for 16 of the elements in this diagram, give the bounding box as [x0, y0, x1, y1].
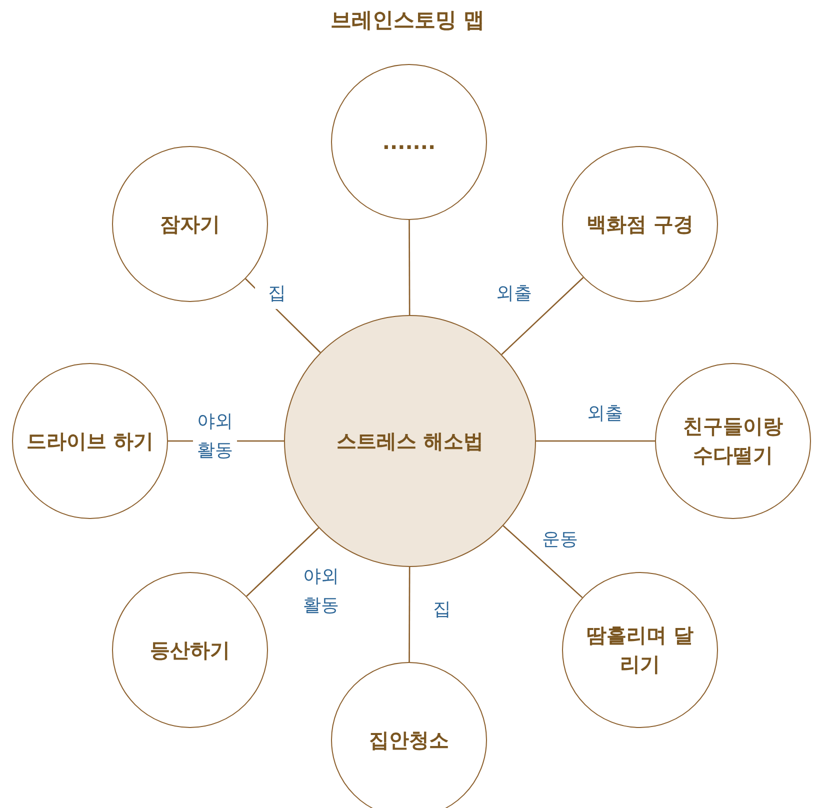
connector-line — [536, 440, 655, 442]
connector-line — [502, 525, 583, 598]
title: 브레인스토밍 맵 — [330, 8, 485, 32]
circle-text: 땀흘리며 달리기 — [586, 622, 694, 678]
circle-text: 백화점 구경 — [586, 210, 694, 238]
circle-text: 친구들이랑 수다떨기 — [682, 413, 784, 469]
circle-text: 드라이브 하기 — [26, 428, 154, 454]
connector-line — [246, 527, 320, 597]
circle-text: 집안청소 — [369, 726, 449, 754]
circle-text: ....... — [382, 128, 436, 156]
connector-line — [408, 220, 410, 315]
circle-text: 등산하기 — [150, 636, 230, 664]
connector-line — [501, 277, 584, 355]
connector-line — [408, 567, 410, 662]
circle-text: 스트레스 해소법 — [336, 428, 484, 454]
circle-text: 잠자기 — [160, 210, 220, 238]
